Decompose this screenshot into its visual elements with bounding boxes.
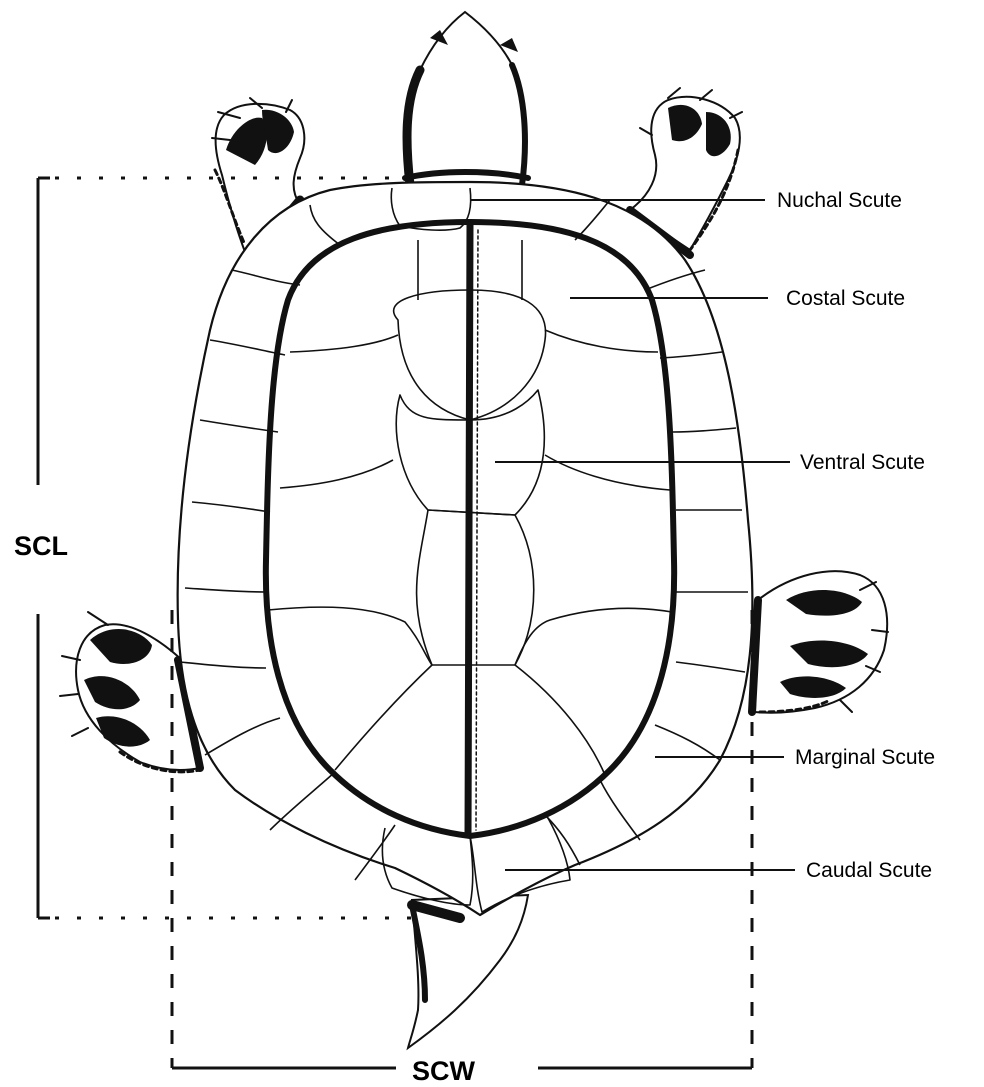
carapace <box>178 182 753 915</box>
turtle-tail <box>408 895 528 1048</box>
turtle-head <box>405 12 528 185</box>
marginal-scute-label: Marginal Scute <box>795 746 935 769</box>
rear-right-limb <box>752 571 888 713</box>
ventral-scute-label: Ventral Scute <box>800 451 925 474</box>
scl-label: SCL <box>14 531 68 561</box>
costal-scute-label: Costal Scute <box>786 287 905 310</box>
scw-label: SCW <box>412 1056 476 1082</box>
caudal-scute-label: Caudal Scute <box>806 859 932 882</box>
nuchal-scute-label: Nuchal Scute <box>777 189 902 212</box>
